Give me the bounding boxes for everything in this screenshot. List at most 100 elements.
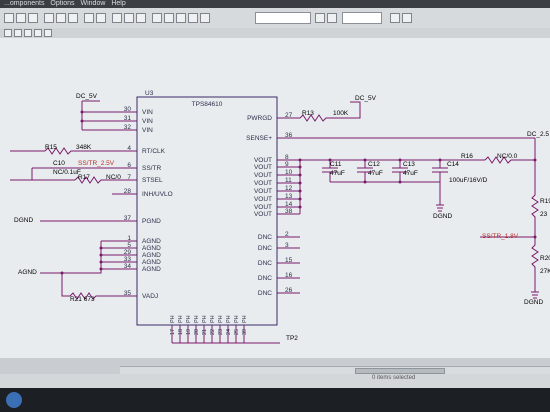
ic-pin-name: VIN <box>142 127 153 134</box>
net-label-sstr18: SS/TR_1.8V <box>482 233 519 240</box>
net-label-agnd: AGND <box>18 269 37 276</box>
ic-pin-name: PH <box>234 315 240 323</box>
taskbar <box>0 388 550 412</box>
properties-icon[interactable] <box>390 13 400 23</box>
ref-c14: C14 <box>447 161 459 168</box>
menu-window[interactable]: Window <box>80 0 106 7</box>
menu-help[interactable]: Help <box>111 0 126 7</box>
place-power-icon[interactable] <box>188 13 198 23</box>
ic-pin-name: VOUT <box>254 157 272 164</box>
help-icon[interactable] <box>402 13 412 23</box>
ic-pin-number: 16 <box>285 272 293 279</box>
ic-pin-number: 28 <box>124 188 132 195</box>
ic-pin-name: SENSE+ <box>246 135 272 142</box>
scrollbar-thumb[interactable] <box>355 368 445 374</box>
value-r13: 100K <box>333 110 349 117</box>
zoom-combo[interactable] <box>342 12 382 24</box>
search-icon[interactable] <box>327 13 337 23</box>
rotate-icon[interactable] <box>34 29 42 37</box>
value-c13: 47uF <box>403 170 418 177</box>
copy-icon[interactable] <box>56 13 66 23</box>
net-label-dc5v: DC_5V <box>355 95 377 102</box>
ref-c10: C10 <box>53 160 65 167</box>
ic-pin-number: 21 <box>202 329 208 335</box>
ic-pin-number: 9 <box>285 161 289 168</box>
zoom-fit-icon[interactable] <box>136 13 146 23</box>
ic-pin-name: VOUT <box>254 172 272 179</box>
value-r19: 23 <box>540 211 548 218</box>
start-button-icon[interactable] <box>6 392 22 408</box>
ic-pin-number: 39 <box>242 329 248 335</box>
ic-pin-number: 3 <box>285 242 289 249</box>
undo-icon[interactable] <box>84 13 94 23</box>
ic-pin-name: PH <box>218 315 224 323</box>
value-r17: NC/0 <box>106 174 121 181</box>
open-icon[interactable] <box>16 13 26 23</box>
ic-pin-name: PH <box>194 315 200 323</box>
net-label-dgnd: DGND <box>433 213 452 220</box>
ic-pin-number: 23 <box>218 329 224 335</box>
ic-pin-number: 14 <box>285 201 293 208</box>
ic-pin-name: PH <box>210 315 216 323</box>
place-net-icon[interactable] <box>176 13 186 23</box>
place-wire-icon[interactable] <box>164 13 174 23</box>
ic-pin-number: 36 <box>285 132 293 139</box>
ic-pin-name: VOUT <box>254 204 272 211</box>
ic-pin-number: 12 <box>285 185 293 192</box>
ic-pin-name: DNC <box>258 234 272 241</box>
ic-pin-number: 30 <box>124 106 132 113</box>
part-combo[interactable] <box>255 12 311 24</box>
ic-pin-number: 4 <box>127 145 131 152</box>
ic-pin-number: 32 <box>124 124 132 131</box>
ic-pin-number: 31 <box>124 115 132 122</box>
ref-r21: R21 673 <box>70 296 95 303</box>
zoom-in-icon[interactable] <box>112 13 122 23</box>
ic-pin-number: 7 <box>127 174 131 181</box>
save-icon[interactable] <box>28 13 38 23</box>
ic-pin-name: VOUT <box>254 164 272 171</box>
place-part-icon[interactable] <box>152 13 162 23</box>
ic-pin-number: 20 <box>194 329 200 335</box>
grid-icon[interactable] <box>4 29 12 37</box>
ic-pin-number: 15 <box>285 257 293 264</box>
ic-pin-number: 26 <box>285 287 293 294</box>
ic-pin-number: 35 <box>124 290 132 297</box>
ic-ref: U3 <box>145 90 154 97</box>
menu-components[interactable]: ...omponents <box>4 0 45 7</box>
ic-pin-name: PWRGD <box>247 115 272 122</box>
align-icon[interactable] <box>24 29 32 37</box>
menu-options[interactable]: Options <box>50 0 75 7</box>
mirror-icon[interactable] <box>44 29 52 37</box>
ic-pin-name: PH <box>170 315 176 323</box>
snap-icon[interactable] <box>14 29 22 37</box>
ic-pin-number: 25 <box>234 329 240 335</box>
ic-pin-name: VOUT <box>254 180 272 187</box>
place-ground-icon[interactable] <box>200 13 210 23</box>
ic-pin-number: 22 <box>210 329 216 335</box>
paste-icon[interactable] <box>68 13 78 23</box>
ref-tp2: TP2 <box>286 335 298 342</box>
ref-r19: R19 <box>540 198 550 205</box>
ic-pin-number: 1 <box>127 235 131 242</box>
ic-pin-name: INH/UVLO <box>142 191 173 198</box>
redo-icon[interactable] <box>96 13 106 23</box>
ic-pin-number: 27 <box>285 112 293 119</box>
value-r20: 27K <box>540 268 550 275</box>
ic-pin-name: PH <box>186 315 192 323</box>
ic-pin-number: 5 <box>127 242 131 249</box>
ref-r17: R17 <box>78 174 90 181</box>
ic-pin-name: STSEL <box>142 177 163 184</box>
ic-pin-name: AGND <box>142 252 161 259</box>
ic-pin-name: VIN <box>142 118 153 125</box>
ic-pin-number: 37 <box>124 215 132 222</box>
zoom-out-icon[interactable] <box>124 13 134 23</box>
new-icon[interactable] <box>4 13 14 23</box>
horizontal-scrollbar[interactable] <box>120 366 550 375</box>
binoculars-icon[interactable] <box>315 13 325 23</box>
ic-pin-name: DNC <box>258 275 272 282</box>
cut-icon[interactable] <box>44 13 54 23</box>
value-c12: 47uF <box>368 170 383 177</box>
